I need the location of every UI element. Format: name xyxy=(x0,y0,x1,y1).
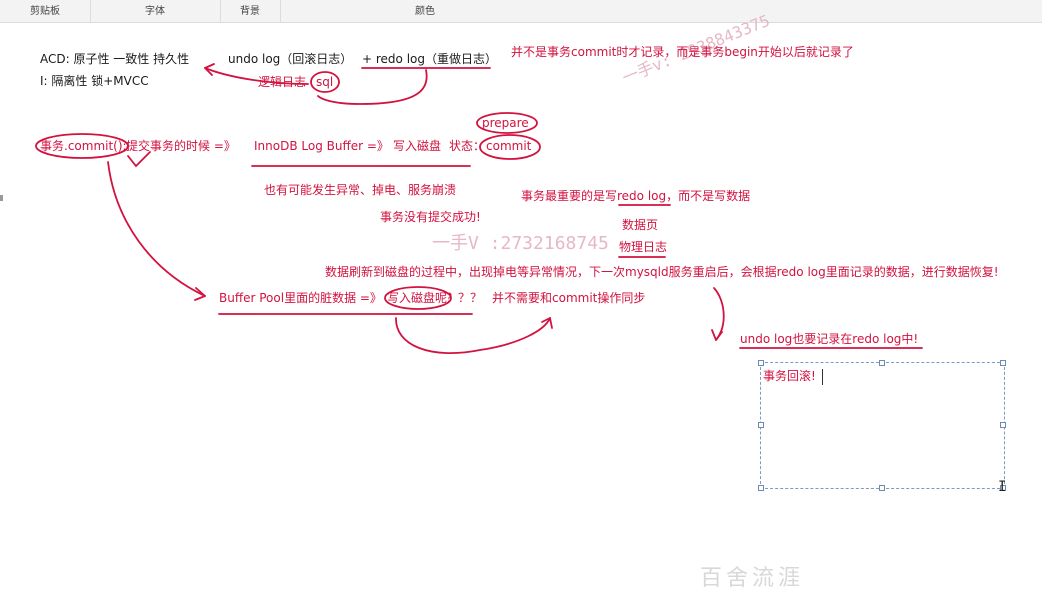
not-commit-note: 并不是事务commit时才记录，而是事务begin开始以后就记录了 xyxy=(511,45,854,59)
resize-handle-bc[interactable] xyxy=(879,485,885,491)
commit-label: commit xyxy=(486,139,532,153)
arrow-commit-to-bufferpool xyxy=(107,161,206,297)
tx-commit-label: 事务.commit(); xyxy=(40,139,127,153)
acd-line: ACD: 原子性 一致性 持久性 xyxy=(40,52,190,66)
resize-handle-br[interactable] xyxy=(1000,485,1006,491)
ribbon-group-font[interactable]: 字体 xyxy=(90,0,221,22)
flush-note: 数据刷新到磁盘的过程中，出现掉电等异常情况，下一次mysqld服务重启后，会根据… xyxy=(325,265,999,279)
undo-log-label: undo log（回滚日志） xyxy=(228,52,353,66)
bottom-partial-text: 百舍流涯 xyxy=(700,566,805,591)
text-box[interactable]: 事务回滚! xyxy=(760,362,1005,489)
resize-handle-tr[interactable] xyxy=(1000,360,1006,366)
ribbon-group-background[interactable]: 背景 xyxy=(220,0,281,22)
question-marks: ？？？ xyxy=(446,291,483,305)
rollback-text[interactable]: 事务回滚! xyxy=(763,369,816,383)
text-caret xyxy=(822,369,823,385)
sql-label: sql xyxy=(316,75,334,89)
undo-also-note: undo log也要记录在redo log中! xyxy=(740,332,919,346)
resize-handle-mr[interactable] xyxy=(1000,422,1006,428)
ibeam-cursor-icon: I xyxy=(998,479,1007,495)
redo-log-label: + redo log（重做日志） xyxy=(362,52,497,66)
write-disk-label: 写入磁盘 xyxy=(393,139,442,153)
watermark-center: 一手V :2732168745 xyxy=(432,233,609,254)
no-sync-note: 并不需要和commit操作同步 xyxy=(492,291,646,305)
ribbon-bar: 剪贴板 字体 背景 颜色 xyxy=(0,0,1042,23)
innodb-buffer-label: InnoDB Log Buffer =》 xyxy=(254,139,389,153)
resize-handle-bl[interactable] xyxy=(758,485,764,491)
prepare-label: prepare xyxy=(482,116,529,130)
ribbon-group-clipboard[interactable]: 剪贴板 xyxy=(0,0,91,22)
arrow-redo-to-sql xyxy=(317,69,428,105)
resize-handle-tl[interactable] xyxy=(758,360,764,366)
resize-handle-ml[interactable] xyxy=(758,422,764,428)
arrow-to-undo-also xyxy=(713,287,725,341)
resize-handle-tc[interactable] xyxy=(879,360,885,366)
scroll-indicator xyxy=(0,195,3,201)
write-disk-question: 写入磁盘呢 xyxy=(387,291,448,305)
data-page-label: 数据页 xyxy=(622,218,659,232)
buffer-pool-label: Buffer Pool里面的脏数据 =》 xyxy=(219,291,382,305)
may-fail-note: 也有可能发生异常、掉电、服务崩溃 xyxy=(264,183,457,197)
check-mark xyxy=(127,151,151,168)
not-success-note: 事务没有提交成功! xyxy=(380,210,481,224)
logic-log-label: 逻辑日志 xyxy=(258,75,307,89)
arrow-to-no-sync xyxy=(395,317,551,354)
ribbon-group-color[interactable]: 颜色 xyxy=(415,6,435,17)
isolation-line: I: 隔离性 锁+MVCC xyxy=(40,74,149,88)
submit-when-label: 提交事务的时候 =》 xyxy=(126,139,236,153)
physical-log-label: 物理日志 xyxy=(619,240,668,254)
status-label: 状态： xyxy=(449,139,486,153)
most-important-note: 事务最重要的是写redo log，而不是写数据 xyxy=(521,189,751,203)
